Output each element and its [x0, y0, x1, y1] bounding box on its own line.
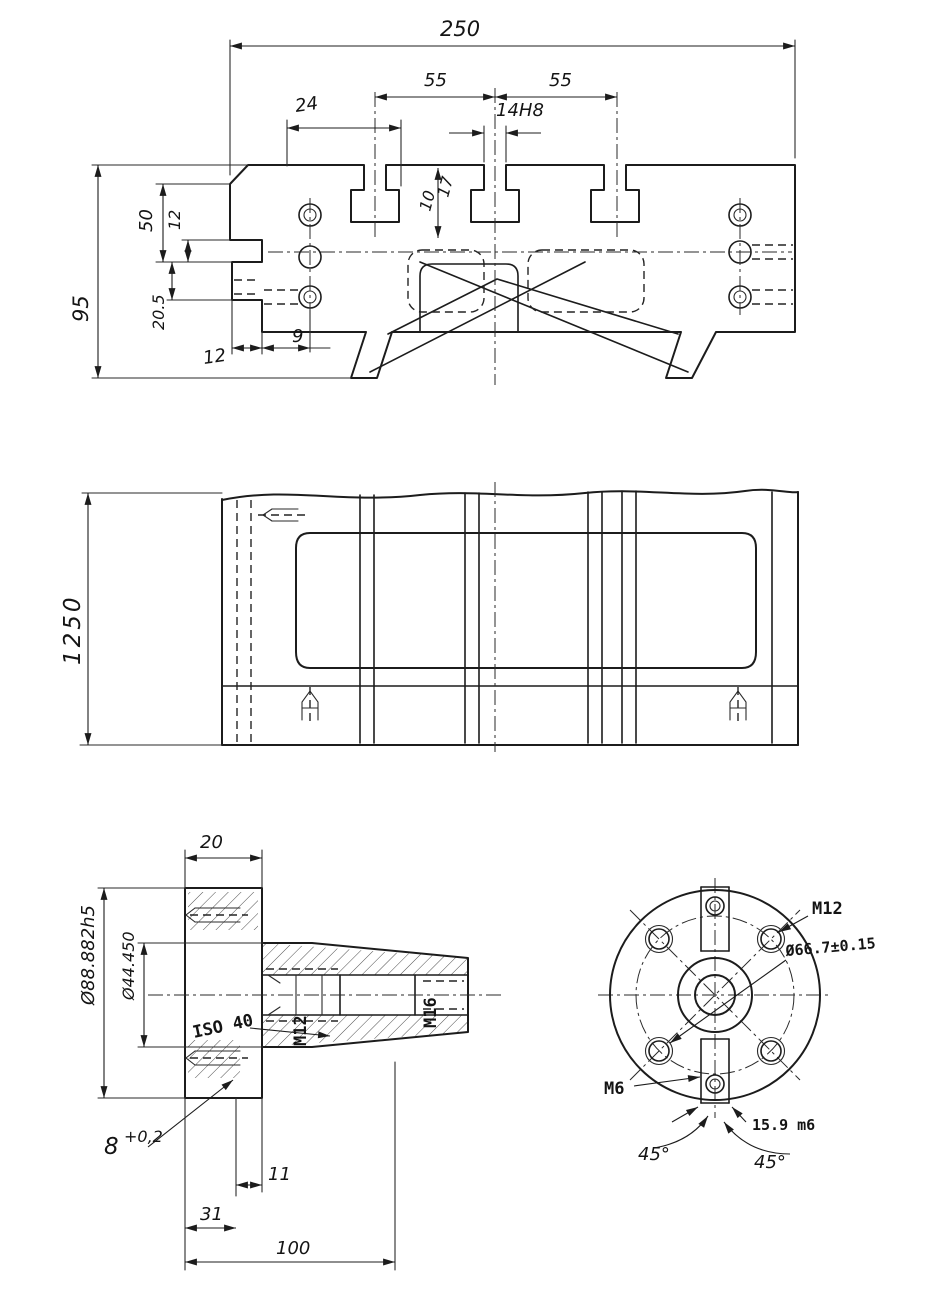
dim-8-tolerance: +0,2	[124, 1127, 163, 1146]
end-texts: M12 Ø66.7±0.15 M6 15.9 m6 45° 45°	[604, 899, 876, 1173]
tapped-holes	[644, 924, 786, 1066]
section-outline	[229, 164, 796, 379]
key-screw-top	[705, 896, 725, 916]
guideway-diagonal-right	[419, 261, 689, 373]
dim-20-5: 20.5	[149, 294, 168, 330]
thread-m16-label: M16	[421, 997, 441, 1028]
hidden-pocket-left	[407, 249, 485, 313]
thread-hidden-lines	[266, 968, 464, 1022]
arbor-dimension-lines	[97, 849, 396, 1271]
dim-bed-length: 1250	[60, 594, 86, 665]
dim-depth-10: 10	[416, 188, 440, 213]
key-screw-top-minor	[709, 900, 721, 912]
arbor-outline	[148, 887, 505, 1099]
bolt-circle-centerline	[635, 915, 795, 1075]
angle-arc-right	[723, 1121, 791, 1155]
dim-slot-pitch-left: 55	[424, 70, 447, 91]
screw-symbol-bottom-right	[729, 687, 747, 724]
end-view: M12 Ø66.7±0.15 M6 15.9 m6 45° 45°	[598, 878, 876, 1173]
center-counterbore	[677, 957, 753, 1033]
flange-outer-circle	[609, 889, 821, 1101]
angle-45-left: 45°	[638, 1144, 670, 1165]
end-centerlines	[598, 878, 832, 1118]
front-vertical-lines	[236, 482, 773, 752]
angle-45-right: 45°	[754, 1152, 786, 1173]
hidden-pocket-right	[527, 249, 645, 313]
dim-taper-diameter: Ø44.450	[119, 931, 138, 1001]
dim-8: 8	[104, 1134, 122, 1160]
dim-100: 100	[276, 1238, 310, 1259]
thread-m12-label: M12	[812, 899, 843, 919]
key-screw-bottom	[705, 1074, 725, 1094]
front-screw-symbols	[258, 508, 747, 724]
section-view: 250 55 55 24 14H8 10 17 50 12 95 20.5 12…	[69, 17, 796, 385]
thread-m12-label: M12	[291, 1015, 311, 1046]
end-leaders	[633, 915, 809, 1155]
pocket-rib	[419, 263, 519, 333]
key-screw-bottom-minor	[709, 1078, 721, 1090]
hidden-hole-lines	[234, 244, 793, 305]
thread-m6-label: M6	[604, 1079, 624, 1099]
dim-total-height: 95	[69, 295, 93, 322]
dim-flange-diameter: Ø88.882h5	[78, 905, 99, 1006]
front-outline	[221, 488, 799, 746]
angle-arc-left	[653, 1115, 709, 1149]
pocket-outline	[295, 532, 757, 669]
dim-24: 24	[294, 93, 320, 117]
front-dimension-lines	[79, 492, 223, 746]
dim-12-tenon: 12	[202, 345, 228, 369]
dim-tslot-width: 14H8	[496, 100, 544, 121]
key-width-label: 15.9 m6	[752, 1116, 815, 1134]
arbor-hatching	[188, 892, 468, 1078]
screw-symbol-top-left	[258, 508, 306, 522]
vee-guideway	[387, 278, 679, 335]
dim-depth-17: 17	[434, 174, 458, 199]
key-slot-bottom	[700, 1038, 730, 1104]
taper-designation: ISO 40	[191, 1011, 255, 1043]
break-line	[221, 488, 799, 501]
bolt-circle-diameter: Ø66.7±0.15	[784, 934, 877, 960]
dim-total-width: 250	[440, 17, 480, 41]
center-bore	[694, 974, 736, 1016]
key-slot-top	[700, 886, 730, 952]
end-outline	[609, 886, 821, 1104]
guideway-diagonal-left	[369, 261, 586, 373]
screw-symbol-bottom-left	[301, 687, 319, 724]
section-dimension-texts: 250 55 55 24 14H8 10 17 50 12 95 20.5 12…	[69, 17, 572, 369]
dim-31: 31	[200, 1204, 223, 1225]
section-centerlines	[268, 88, 792, 385]
dim-9: 9	[292, 326, 303, 347]
section-dimension-lines	[91, 39, 796, 379]
dim-50: 50	[136, 209, 157, 232]
arbor-view: 20 Ø88.882h5 Ø44.450 ISO 40 M12 M16 8 +0…	[78, 832, 505, 1271]
dim-flange-thickness: 20	[200, 832, 223, 853]
dim-12-step: 12	[165, 210, 184, 230]
flange-tapped-holes	[185, 907, 248, 1066]
dim-11: 11	[268, 1164, 291, 1185]
front-view: 1250	[60, 482, 799, 752]
arbor-dimension-texts: 20 Ø88.882h5 Ø44.450 ISO 40 M12 M16 8 +0…	[78, 832, 441, 1259]
dim-slot-pitch-right: 55	[549, 70, 572, 91]
